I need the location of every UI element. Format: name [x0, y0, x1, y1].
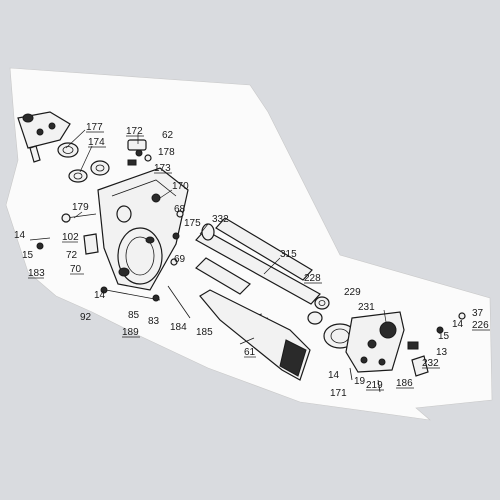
part-number-label: 189 — [122, 327, 139, 338]
part-number-label: 14 — [14, 230, 26, 241]
part-number-label: 332 — [212, 214, 229, 225]
part-number-label: 184 — [170, 322, 187, 333]
part-number-label: 179 — [72, 202, 89, 213]
part-number-label: 229 — [344, 287, 361, 298]
right-housing-part — [323, 311, 466, 393]
part-number-label: 62 — [162, 130, 174, 141]
output-shaft-part — [199, 289, 311, 381]
part-number-label: 226 — [472, 320, 489, 331]
part-number-label: 15 — [438, 331, 450, 342]
leader-lines — [65, 129, 387, 345]
part-number-label: 177 — [86, 122, 103, 133]
part-number-label: 102 — [62, 232, 79, 243]
part-number-label: 83 — [148, 316, 160, 327]
part-number-label: 174 — [88, 137, 105, 148]
part-number-label: 15 — [22, 250, 34, 261]
part-number-label: 61 — [244, 347, 256, 358]
part-number-label: 231 — [358, 302, 375, 313]
small-fitting-part — [127, 139, 152, 166]
part-number-label: 219 — [366, 380, 383, 391]
part-number-label: 14 — [452, 319, 464, 330]
part-number-label: 72 — [66, 250, 78, 261]
part-number-label: 14 — [328, 370, 340, 381]
gear-housing-part — [97, 167, 189, 291]
part-number-label: 85 — [128, 310, 140, 321]
part-number-label: 183 — [28, 268, 45, 279]
part-number-label: 68 — [174, 204, 186, 215]
part-number-label: 315 — [280, 249, 297, 260]
seal-ring-part — [57, 142, 110, 183]
part-number-label: 175 — [184, 218, 201, 229]
part-number-label: 173 — [154, 163, 171, 174]
part-number-label: 186 — [396, 378, 413, 389]
part-number-label: 170 — [172, 181, 189, 192]
part-number-label: 13 — [436, 347, 448, 358]
part-number-label: 228 — [304, 273, 321, 284]
bracket-part — [17, 111, 71, 163]
part-number-label: 70 — [70, 264, 82, 275]
part-number-label: 232 — [422, 358, 439, 369]
pin-bolt-parts — [29, 210, 191, 319]
part-number-label: 19 — [354, 376, 366, 387]
part-number-label: 37 — [472, 308, 484, 319]
part-number-label: 178 — [158, 147, 175, 158]
long-rod-part — [195, 217, 330, 325]
part-labels: 177 174 172 62 178 173 170 179 68 175 33… — [14, 122, 490, 399]
part-number-label: 69 — [174, 254, 186, 265]
part-number-label: 185 — [196, 327, 213, 338]
part-number-label: 14 — [94, 290, 106, 301]
part-number-label: 92 — [80, 312, 92, 323]
part-number-label: 171 — [330, 388, 347, 399]
part-number-label: 172 — [126, 126, 143, 137]
